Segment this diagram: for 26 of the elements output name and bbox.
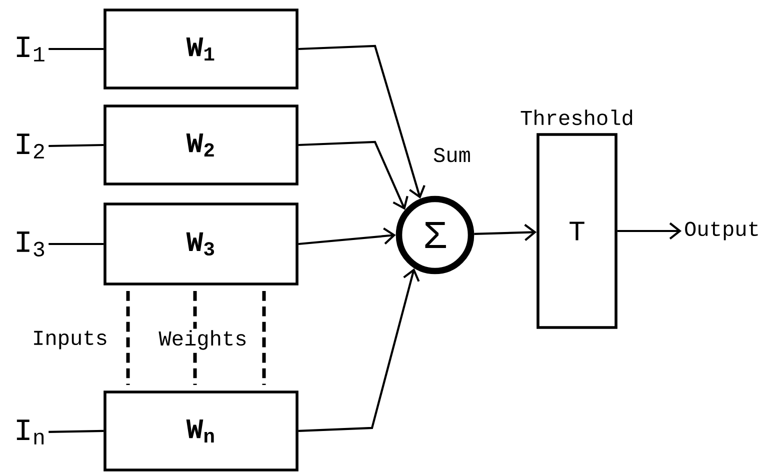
weight-box: W$_{n}$ — [104, 390, 298, 472]
input-line — [48, 430, 104, 434]
input-label: I$_{n}$ — [16, 420, 44, 444]
arrow — [474, 224, 537, 241]
dashed-line — [262, 291, 266, 385]
output-label: Output — [685, 222, 758, 240]
text-label: Weights — [157, 328, 249, 352]
arrow — [617, 222, 682, 240]
weight-box: W$_{3}$ — [104, 202, 298, 286]
input-label: I$_{1}$ — [16, 36, 44, 62]
text-label: Inputs — [30, 329, 110, 351]
input-line — [48, 144, 104, 148]
input-label: I$_{3}$ — [16, 231, 44, 257]
weight-box: W$_{2}$ — [104, 104, 298, 186]
box-heading: Threshold — [520, 110, 632, 126]
weight-box: W$_{1}$ — [104, 8, 298, 90]
node-caption: Sum — [434, 148, 470, 162]
input-line — [48, 48, 104, 50]
arrow — [298, 268, 420, 432]
arrow — [298, 140, 408, 210]
dashed-line — [126, 291, 130, 385]
arrow — [298, 44, 426, 199]
arrow — [298, 227, 396, 246]
threshold-box: T — [536, 133, 618, 329]
input-label: I$_{2}$ — [16, 134, 44, 158]
input-line — [48, 242, 104, 246]
